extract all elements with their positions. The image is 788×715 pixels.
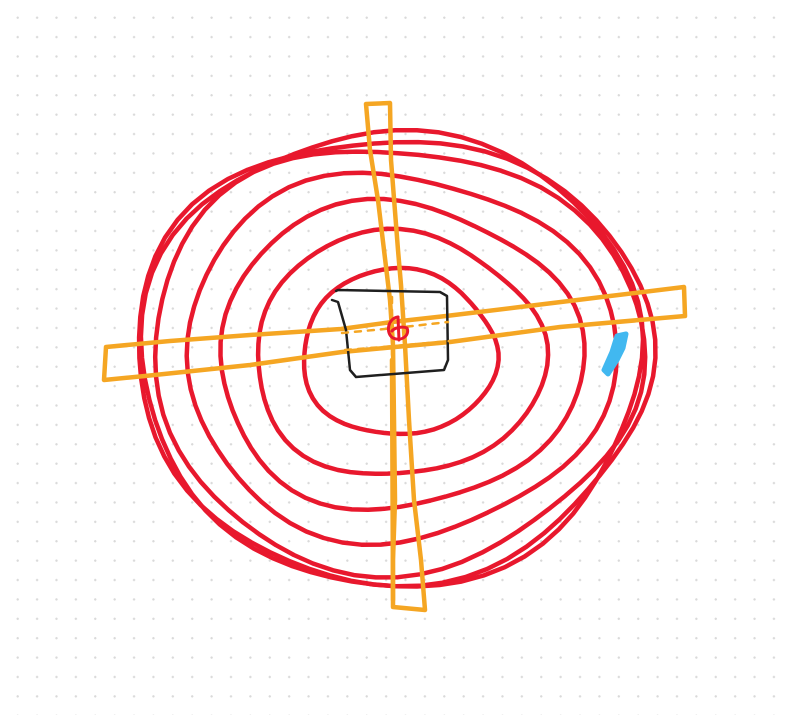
center-crosshair-dashes [340, 295, 452, 374]
horizontal-crosshair-bar [101, 284, 688, 383]
target-ring [152, 149, 648, 580]
center-box [330, 288, 450, 379]
target-ring [255, 226, 551, 477]
vertical-crosshair-bar [363, 100, 428, 613]
target-rings [136, 127, 658, 589]
center-mark [386, 315, 410, 342]
target-ring [218, 196, 587, 513]
target-ring [138, 127, 646, 589]
target-ring [301, 265, 501, 437]
target-ring [184, 170, 619, 547]
side-mark [601, 331, 629, 377]
